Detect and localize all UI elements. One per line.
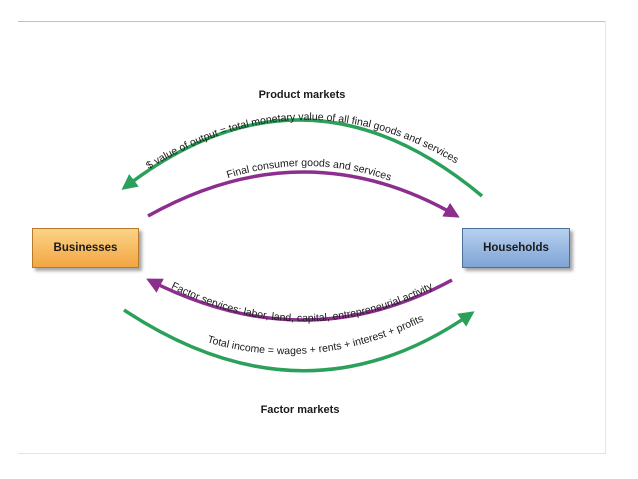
frame-right-line [605,21,606,453]
factor-services-label: Factor services: labor, land, capital, e… [169,280,435,325]
households-box: Households [462,228,570,268]
frame-top-line [18,21,606,22]
factor-services-label-text: Factor services: labor, land, capital, e… [169,280,435,325]
product-goods-arrow [147,170,460,218]
factor-services-arrow [146,278,453,322]
factor-income-arrow [123,308,475,373]
businesses-box: Businesses [32,228,139,268]
product-money-arrow [121,118,484,198]
product-markets-heading: Product markets [259,89,346,101]
factor-markets-heading: Factor markets [261,404,340,416]
households-label: Households [483,242,549,254]
frame-bottom-line [18,453,606,454]
businesses-label: Businesses [53,242,118,254]
